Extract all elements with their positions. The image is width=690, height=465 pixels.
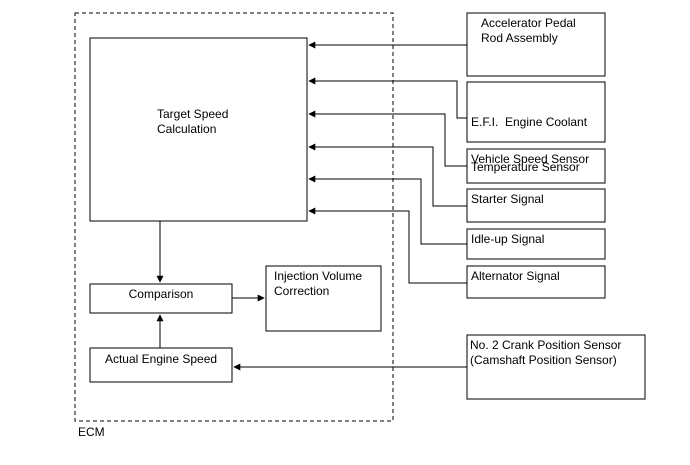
starter-signal-block	[466, 188, 606, 223]
injection-volume-correction-block	[265, 265, 382, 332]
alternator-label: Alternator Signal	[471, 269, 560, 283]
target-speed-line2: Calculation	[157, 122, 217, 136]
injection-line1: Injection Volume	[274, 269, 363, 283]
injection-line2: Correction	[274, 284, 330, 298]
target-speed-line1: Target Speed	[157, 107, 229, 121]
coolant-label: E.F.I. Engine Coolant Temperature Sensor	[471, 85, 587, 190]
actual-speed-label: Actual Engine Speed	[104, 352, 218, 366]
accelerator-label: Accelerator Pedal Rod Assembly	[481, 16, 576, 46]
arrow-idle-up	[308, 175, 467, 245]
arrow-coolant	[308, 77, 467, 119]
ecm-label: ECM	[78, 425, 105, 439]
vehicle-speed-label: Vehicle Speed Sensor	[471, 152, 590, 166]
accelerator-line2: Rod Assembly	[481, 31, 558, 45]
crank-label: No. 2 Crank Position Sensor (Camshaft Po…	[470, 338, 621, 368]
arrow-alternator	[308, 207, 467, 284]
alternator-signal-block	[466, 265, 606, 299]
coolant-line1: E.F.I. Engine Coolant	[471, 115, 588, 129]
ecm-boundary	[74, 12, 394, 422]
comparison-label: Comparison	[128, 287, 194, 301]
starter-label: Starter Signal	[471, 192, 544, 206]
arrow-starter	[308, 143, 467, 207]
crank-position-sensor-block	[466, 334, 646, 400]
target-speed-calculation-block	[89, 37, 308, 222]
idle-up-label: Idle-up Signal	[471, 232, 545, 246]
coolant-line2: Temperature Sensor	[471, 160, 580, 174]
comparison-block	[89, 283, 233, 314]
actual-engine-speed-block	[89, 347, 233, 383]
crank-line2: (Camshaft Position Sensor)	[470, 353, 617, 367]
coolant-sensor-block	[466, 81, 606, 143]
target-speed-label: Target Speed Calculation	[157, 107, 228, 137]
arrow-vehicle-speed	[308, 110, 467, 167]
crank-line1: No. 2 Crank Position Sensor	[470, 338, 622, 352]
accelerator-pedal-block	[466, 12, 606, 77]
accelerator-line1: Accelerator Pedal	[481, 16, 576, 30]
injection-label: Injection Volume Correction	[274, 269, 362, 299]
